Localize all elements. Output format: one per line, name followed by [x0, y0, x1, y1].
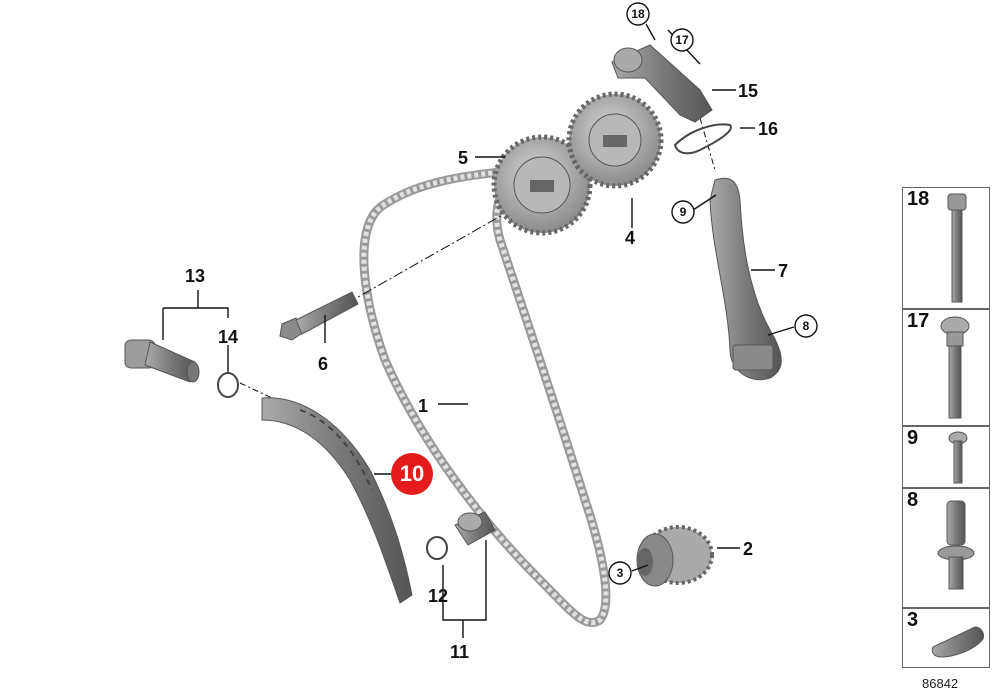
axis-line-14 [239, 382, 273, 399]
part-chain-tensioner-13 [124, 339, 200, 383]
callout-7: 7 [778, 261, 788, 281]
panel-label-17: 17 [907, 310, 930, 332]
part-seal-ring-14 [217, 372, 239, 398]
key-3-icon [931, 626, 984, 658]
part-guide-rail-7 [709, 177, 782, 381]
panel-item-8: 8 [902, 488, 990, 608]
callout-3-circle: 3 [608, 561, 632, 585]
diagram-reference-number: 86842 [922, 676, 959, 691]
svg-text:9: 9 [680, 205, 687, 219]
callout-17-circle: 17 [670, 28, 694, 52]
callout-5: 5 [458, 148, 468, 168]
callout-15: 15 [738, 81, 758, 101]
callout-9-circle: 9 [671, 200, 695, 224]
svg-text:18: 18 [631, 7, 645, 21]
axis-line-16 [699, 117, 716, 171]
svg-text:8: 8 [803, 319, 810, 333]
callout-11: 11 [450, 642, 469, 662]
callout-12: 12 [428, 586, 448, 606]
callout-2: 2 [743, 539, 753, 559]
callout-10-highlight: 10 [391, 453, 433, 495]
callout-14: 14 [218, 327, 238, 347]
callout-13: 13 [185, 266, 205, 286]
panel-item-18: 18 [902, 187, 990, 309]
panel-label-18: 18 [907, 188, 930, 210]
part-crank-sprocket-2 [636, 525, 714, 587]
panel-label-8: 8 [907, 489, 919, 511]
part-bearing-pin-11 [454, 511, 496, 546]
callout-6: 6 [318, 354, 328, 374]
panel-item-17: 17 [902, 309, 990, 426]
part-guide-rail-10 [261, 397, 413, 604]
callout-4: 4 [625, 228, 635, 248]
part-seal-ring-12 [426, 536, 448, 560]
panel-item-3: 3 [902, 608, 990, 668]
svg-text:3: 3 [617, 566, 624, 580]
bolt-17-icon [940, 316, 970, 419]
callout-1: 1 [418, 396, 428, 416]
panel-item-9: 9 [902, 426, 990, 488]
bolt-18-icon [947, 193, 967, 303]
screw-9-icon [948, 431, 968, 484]
panel-label-3: 3 [907, 609, 919, 631]
pin-8-icon [937, 500, 975, 590]
part-sprocket-5 [491, 134, 593, 236]
timing-chain [359, 165, 611, 628]
part-bracket-15 [611, 44, 713, 123]
panel-label-9: 9 [907, 427, 919, 449]
part-sprocket-4 [566, 91, 664, 189]
svg-text:17: 17 [675, 33, 689, 47]
callout-18-circle: 18 [626, 2, 650, 26]
part-bolt-6 [279, 291, 359, 341]
callout-16: 16 [758, 119, 778, 139]
callout-8-circle: 8 [794, 314, 818, 338]
part-gasket-16 [673, 123, 732, 155]
